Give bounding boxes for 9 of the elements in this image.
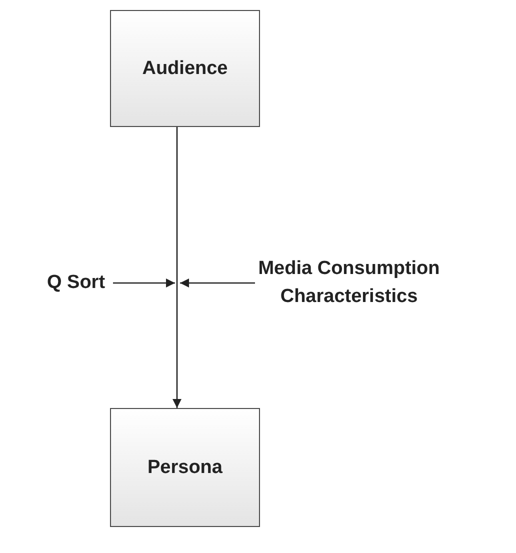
- input-label: Q Sort: [46, 271, 106, 296]
- process-box: [110, 10, 260, 127]
- input-label: Media Consumption Characteristics: [257, 257, 441, 309]
- box-label: Persona: [148, 456, 222, 480]
- arrow: [172, 127, 182, 408]
- arrow: [180, 278, 255, 288]
- arrow: [113, 278, 175, 288]
- box-label: Audience: [142, 56, 228, 81]
- process-box: [110, 408, 260, 527]
